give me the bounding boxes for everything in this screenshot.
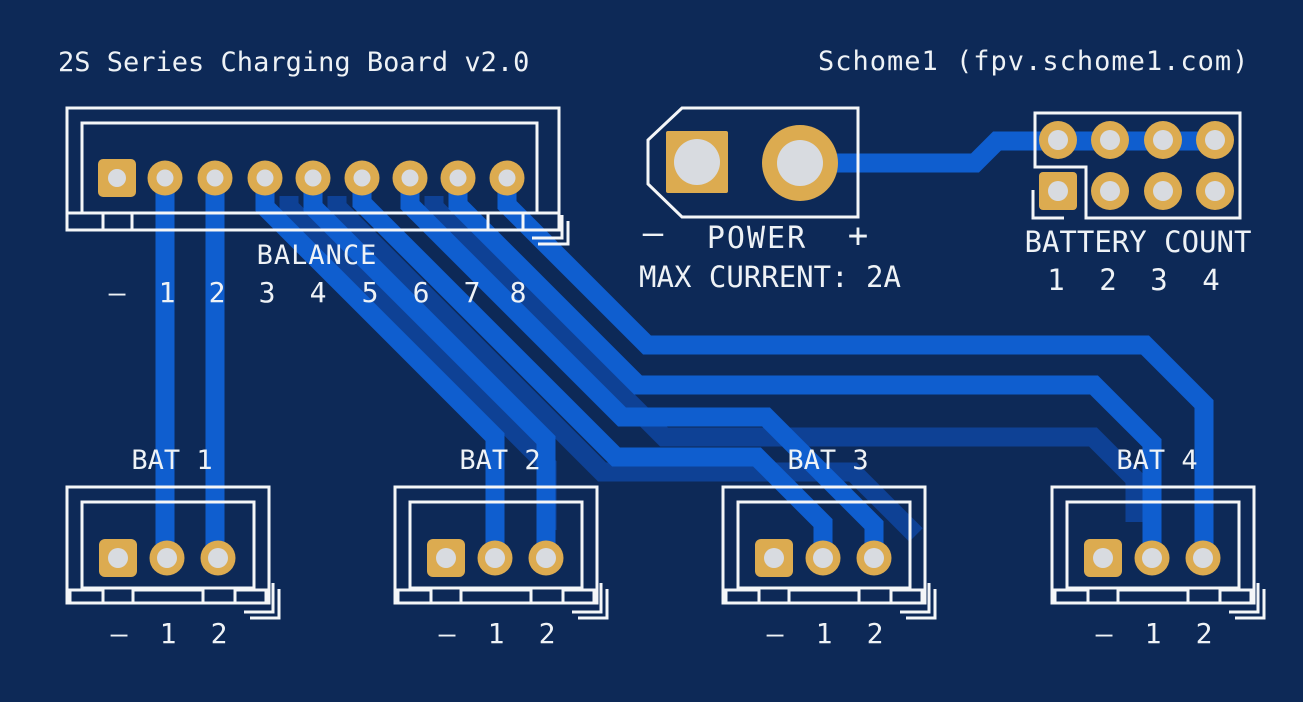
bat1-pin-1: 1 bbox=[159, 617, 177, 650]
balance-connector-pads bbox=[98, 159, 525, 197]
battery-count-3: 3 bbox=[1150, 263, 1168, 297]
bat2-pin-minus: – bbox=[438, 617, 456, 650]
power-label: POWER bbox=[706, 221, 808, 256]
bat4-pin-2: 2 bbox=[1195, 617, 1213, 650]
bat1-label: BAT 1 bbox=[131, 445, 213, 476]
bat4-pin-1: 1 bbox=[1144, 617, 1162, 650]
board-title: 2S Series Charging Board v2.0 bbox=[58, 47, 530, 78]
bat1-pin-2: 2 bbox=[210, 617, 228, 650]
bat2-label: BAT 2 bbox=[459, 445, 541, 476]
battery-count-1: 1 bbox=[1047, 263, 1065, 297]
balance-pin-6: 6 bbox=[412, 276, 430, 309]
power-connector-outline bbox=[646, 106, 860, 219]
bat3-label: BAT 3 bbox=[787, 445, 869, 476]
power-connector-pads bbox=[666, 125, 838, 201]
board-credit: Schome1 (fpv.schome1.com) bbox=[818, 46, 1250, 77]
battery-count-2: 2 bbox=[1099, 263, 1117, 297]
bat2-pin-1: 1 bbox=[487, 617, 505, 650]
bat3-pin-2: 2 bbox=[866, 617, 884, 650]
balance-pin-5: 5 bbox=[361, 276, 379, 309]
balance-pin-1: 1 bbox=[158, 276, 176, 309]
balance-pin-4: 4 bbox=[309, 276, 327, 309]
balance-pin-8: 8 bbox=[509, 276, 527, 309]
balance-pin-3: 3 bbox=[258, 276, 276, 309]
bat4-label: BAT 4 bbox=[1116, 445, 1198, 476]
battery-count-4: 4 bbox=[1202, 263, 1220, 297]
power-plus-label: + bbox=[847, 216, 869, 256]
bat1-pin-minus: – bbox=[110, 617, 128, 650]
balance-label: BALANCE bbox=[256, 240, 378, 271]
balance-pin-2: 2 bbox=[208, 276, 226, 309]
power-max-current-note: MAX CURRENT: 2A bbox=[639, 260, 901, 294]
bat3-pin-minus: – bbox=[766, 617, 784, 650]
bat3-pin-1: 1 bbox=[815, 617, 833, 650]
bat4-pin-minus: – bbox=[1095, 617, 1113, 650]
battery-count-label: BATTERY COUNT bbox=[1024, 225, 1252, 259]
battery-count-outline bbox=[1031, 111, 1242, 220]
balance-pin-7: 7 bbox=[463, 276, 481, 309]
bat2-pin-2: 2 bbox=[538, 617, 556, 650]
power-minus-label: – bbox=[642, 213, 664, 253]
battery-count-pads bbox=[1039, 121, 1234, 210]
balance-connector-outline bbox=[65, 106, 570, 246]
bat3-connector bbox=[721, 485, 937, 620]
balance-pin-minus: – bbox=[108, 276, 126, 309]
